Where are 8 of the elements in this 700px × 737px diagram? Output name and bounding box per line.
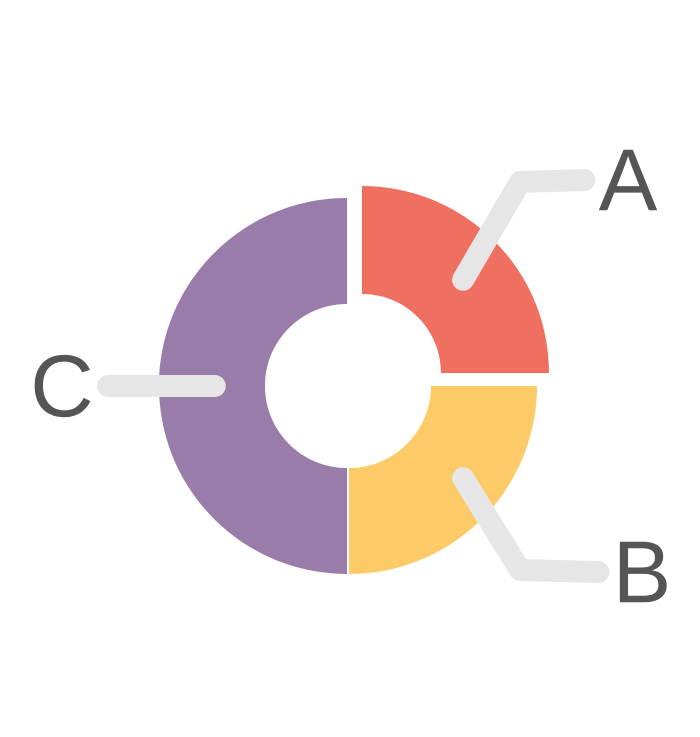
- donut-segment: [159, 198, 347, 574]
- donut-segment: [349, 386, 537, 574]
- segment-label: C: [34, 354, 90, 418]
- leader-line: [452, 467, 610, 583]
- segment-label: A: [598, 150, 658, 210]
- segment-label: B: [620, 542, 667, 602]
- leader-line: [452, 169, 596, 291]
- donut-segment: [362, 186, 549, 373]
